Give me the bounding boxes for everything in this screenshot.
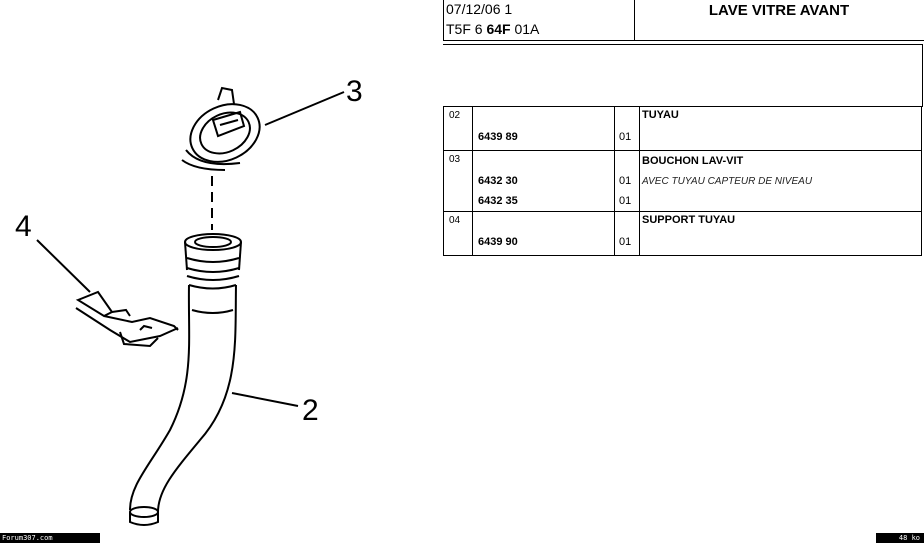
spacer xyxy=(473,151,614,171)
quantity-cell: 01 01 xyxy=(614,150,640,212)
part-note: AVEC TUYAU CAPTEUR DE NIVEAU xyxy=(640,171,921,191)
part-reference: 6439 90 xyxy=(478,236,518,248)
part-quantity: 01 xyxy=(619,175,632,187)
parts-diagram: 3 4 2 xyxy=(0,0,440,543)
part-quantity: 01 xyxy=(619,195,632,207)
callout-leader-3 xyxy=(264,91,345,126)
spacer xyxy=(615,212,639,232)
page-title: LAVE VITRE AVANT xyxy=(708,2,850,19)
description-cell: TUYAU xyxy=(639,106,922,151)
callout-leader-4 xyxy=(36,239,91,293)
quantity-cell: 01 xyxy=(614,106,640,151)
header-code: T5F 6 64F 01A xyxy=(446,21,539,37)
document-header: 07/12/06 1 T5F 6 64F 01A LAVE VITRE AVAN… xyxy=(443,0,924,41)
header-date: 07/12/06 1 xyxy=(446,1,513,17)
parts-row: 04 6439 90 01 SUPPORT TUYAU xyxy=(443,211,922,256)
hose-drawing xyxy=(129,233,242,526)
parts-row: 03 6432 30 6432 35 01 01 BOUCHON LAV-VIT AVEC … xyxy=(443,150,922,212)
header-frame xyxy=(443,44,923,107)
part-reference: 6432 35 xyxy=(478,195,518,207)
description-cell: SUPPORT TUYAU xyxy=(639,211,922,256)
source-watermark: Forum307.com xyxy=(0,533,100,543)
part-description: TUYAU xyxy=(642,109,679,121)
reference-cell: 6439 89 xyxy=(472,106,615,151)
file-size-label: 48 ko xyxy=(876,533,924,543)
description-cell: BOUCHON LAV-VIT AVEC TUYAU CAPTEUR DE NIV… xyxy=(639,150,922,212)
part-note-text: AVEC TUYAU CAPTEUR DE NIVEAU xyxy=(642,176,813,187)
header-info: 07/12/06 1 T5F 6 64F 01A xyxy=(443,0,635,40)
spacer xyxy=(615,151,639,171)
parts-row: 02 6439 89 01 TUYAU xyxy=(443,106,922,151)
callout-leader-2 xyxy=(231,392,299,407)
part-quantity: 01 xyxy=(619,131,632,143)
part-number: 03 xyxy=(443,150,473,212)
callout-4: 4 xyxy=(15,210,32,243)
callout-3: 3 xyxy=(346,75,363,108)
header-code-bold: 64F xyxy=(486,21,511,37)
quantity-cell: 01 xyxy=(614,211,640,256)
spacer xyxy=(473,212,614,232)
header-code-suffix: 01A xyxy=(510,21,540,37)
washer-cap-drawing xyxy=(181,86,261,171)
callout-2: 2 xyxy=(302,394,319,427)
spacer xyxy=(615,107,639,127)
reference-cell: 6432 30 6432 35 xyxy=(472,150,615,212)
part-number: 02 xyxy=(443,106,473,151)
part-reference: 6432 30 xyxy=(478,175,518,187)
part-description: SUPPORT TUYAU xyxy=(642,214,736,226)
spacer xyxy=(473,107,614,127)
part-reference: 6439 89 xyxy=(478,131,518,143)
part-number: 04 xyxy=(443,211,473,256)
part-description: BOUCHON LAV-VIT xyxy=(642,155,744,167)
part-quantity: 01 xyxy=(619,236,632,248)
header-code-prefix: T5F 6 xyxy=(446,21,487,37)
reference-cell: 6439 90 xyxy=(472,211,615,256)
hose-support-drawing xyxy=(75,290,179,348)
